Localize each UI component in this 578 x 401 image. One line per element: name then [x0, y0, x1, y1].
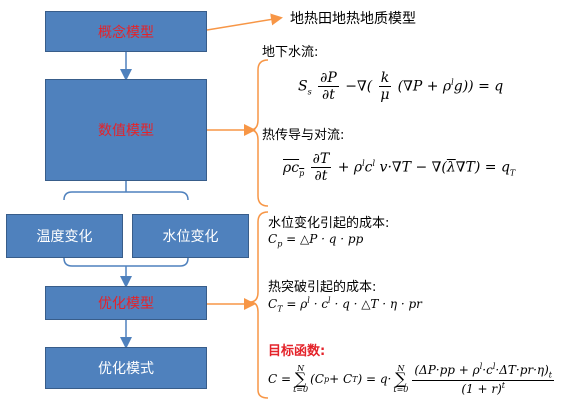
optimization-mode-label: 优化模式 — [98, 361, 154, 377]
optimization-mode-box: 优化模式 — [45, 347, 207, 389]
optimization-model-label: 优化模型 — [98, 296, 154, 312]
thermal-breakthrough-cost-equation: CT = ρl · cl · q · △T · η · pr — [268, 296, 422, 314]
heat-equation: ρcp ∂T∂t + ρlcl v·∇T − ∇(λ∇T) = qT — [283, 151, 516, 185]
fork-to-branches — [63, 181, 189, 201]
concept-model-label: 概念模型 — [98, 24, 154, 41]
water-level-change-label: 水位变化 — [162, 229, 219, 245]
bracket-costs — [249, 211, 269, 399]
concept-model-box: 概念模型 — [45, 11, 207, 52]
numerical-model-box: 数值模型 — [45, 79, 207, 181]
water-level-cost-equation: Cp = △P · q · pp — [268, 232, 364, 249]
water-level-cost-label: 水位变化引起的成本: — [268, 216, 390, 231]
merge-from-branches — [63, 257, 189, 282]
bracket-equations — [249, 59, 269, 207]
temperature-change-box: 温度变化 — [6, 214, 123, 258]
numerical-model-label: 数值模型 — [98, 123, 154, 139]
water-level-change-box: 水位变化 — [132, 214, 249, 258]
arrow-concept-to-geology — [206, 13, 283, 31]
geothermal-geology-model-label: 地热田地热地质模型 — [290, 11, 416, 27]
thermal-breakthrough-cost-label: 热突破引起的成本: — [268, 280, 377, 295]
objective-function-label: 目标函数: — [268, 344, 326, 359]
heat-conduction-label: 热传导与对流: — [262, 128, 345, 143]
temperature-change-label: 温度变化 — [36, 229, 93, 245]
optimization-model-box: 优化模型 — [45, 286, 207, 320]
groundwater-flow-label: 地下水流: — [262, 45, 319, 60]
